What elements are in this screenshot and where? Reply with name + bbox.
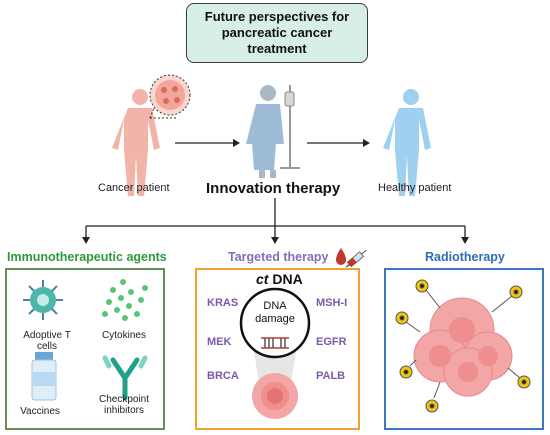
radio-panel (384, 268, 544, 430)
targeted-graphics (239, 287, 311, 419)
checkpoint-inhibitors-label: Checkpoint inhibitors (98, 394, 150, 416)
cancer-patient-label: Cancer patient (98, 182, 170, 194)
ct-dna-label: ct DNA (256, 271, 303, 287)
blood-syringe-icon (336, 248, 367, 268)
healthy-patient-label: Healthy patient (378, 182, 452, 194)
targeted-panel (195, 268, 360, 430)
title-box: Future perspectives for pancreatic cance… (186, 3, 368, 63)
ct-prefix: ct (256, 271, 269, 287)
targeted-title: Targeted therapy (228, 250, 329, 264)
dna-helix-icon (261, 337, 289, 349)
immuno-title: Immunotherapeutic agents (7, 250, 167, 264)
gene-mek: MEK (207, 336, 232, 348)
t-cell-icon (23, 280, 63, 320)
gene-egfr: EGFR (316, 336, 347, 348)
page-title: Future perspectives for pancreatic cance… (204, 9, 350, 56)
hospital-patient-icon (246, 85, 300, 178)
tumor-zoom-icon (149, 74, 191, 119)
vaccine-vial-icon (31, 352, 57, 401)
radio-title: Radiotherapy (425, 250, 505, 264)
gene-msh-i: MSH-I (316, 297, 348, 309)
ct-suffix: DNA (268, 271, 303, 287)
immuno-icons (23, 279, 148, 401)
innovation-therapy-label: Innovation therapy (206, 180, 341, 197)
flow-diagram (82, 74, 469, 244)
immuno-panel (5, 268, 165, 430)
cytokines-icon (102, 279, 148, 321)
tumor-cell-icon (252, 373, 298, 419)
radio-graphics (395, 279, 531, 413)
healthy-patient-icon (383, 89, 431, 196)
checkpoint-antibody-icon (102, 355, 148, 401)
tumor-cluster-icon (413, 297, 513, 397)
cancer-patient-icon (112, 89, 160, 196)
gene-palb: PALB (316, 370, 346, 382)
gene-brca: BRCA (207, 370, 239, 382)
vaccines-label: Vaccines (20, 406, 60, 417)
dna-damage-label: DNA damage (255, 300, 295, 325)
radiation-icons (395, 279, 531, 413)
cytokines-label: Cytokines (102, 330, 146, 341)
adoptive-t-cells-label: Adoptive T cells (23, 330, 71, 352)
gene-kras: KRAS (207, 297, 239, 309)
